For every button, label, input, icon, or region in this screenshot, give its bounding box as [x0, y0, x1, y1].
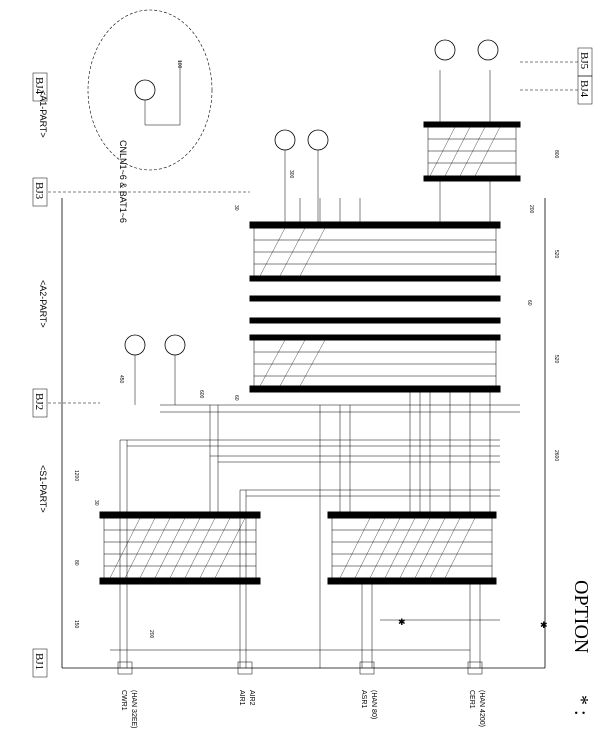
component-model: (HAN 4200): [478, 690, 485, 727]
s1-part-panel: [99, 511, 261, 585]
bottom-components: CWR1 (HAN 32EE) AIR1 AIR2 ASR1 (HAN 80) …: [117, 661, 485, 729]
motor-icon: [307, 129, 329, 151]
dim-label: 60: [526, 300, 532, 306]
dim-label: 520: [553, 355, 559, 364]
dim-label: 30: [233, 205, 239, 211]
bj4-tag: BJ4: [33, 77, 45, 95]
bj1-tag: BJ1: [33, 653, 45, 670]
a2-part-label: <A2-PART>: [38, 280, 48, 328]
bj-leaders: [48, 61, 578, 404]
dimension-labels: 80 150 1200 30 60 520 520 2600 800 200 2…: [73, 60, 559, 639]
bj3-tag: BJ3: [33, 182, 45, 200]
horizontal-routes: [110, 404, 520, 651]
dim-label: 80: [73, 560, 79, 566]
motor-leads: [134, 60, 319, 405]
s1-part-label: <S1-PART>: [38, 465, 48, 513]
option-asterisk-icon: ✱: [540, 620, 548, 630]
component-model: (HAN 80): [370, 690, 377, 719]
bj2-tag: BJ2: [33, 393, 45, 410]
bj-tags: BJ4 BJ3 BJ2 BJ1 BJ4 BJ5: [32, 47, 593, 678]
dim-label: 60: [233, 395, 239, 401]
dim-label: 2600: [553, 450, 559, 461]
dim-label: 200: [148, 630, 154, 639]
inset-label: CNLN1~6 & BAT1~6: [118, 140, 128, 223]
dim-label: 200: [528, 205, 534, 214]
s1-right-panel: [327, 511, 497, 585]
component-model: AIR2: [248, 690, 255, 706]
component-name: CER1: [468, 690, 475, 709]
option-asterisk-icon: ✱: [398, 617, 406, 627]
dim-label: 30: [93, 500, 99, 506]
dim-label: 450: [118, 375, 124, 384]
dim-label: 520: [553, 250, 559, 259]
dim-label: 150: [73, 620, 79, 629]
a2-part-panel: [249, 221, 501, 393]
bj4-right-tag: BJ4: [578, 80, 590, 98]
option-legend: OPTION: [570, 580, 592, 653]
bj5-tag: BJ5: [578, 52, 590, 70]
dim-label: 1200: [73, 470, 79, 481]
motor-icon: [134, 79, 156, 101]
a1-part-panel: [423, 121, 521, 182]
component-name: ASR1: [360, 690, 367, 708]
component-name: CWR1: [120, 690, 127, 711]
dim-label: 800: [553, 150, 559, 159]
motor-icon: [434, 39, 456, 61]
dim-label: 600: [198, 390, 204, 399]
motor-symbols: [124, 39, 499, 356]
inset-ellipse: [87, 9, 213, 171]
component-model: (HAN 32EE): [130, 690, 137, 729]
dim-label: 100: [176, 60, 182, 69]
motor-icon: [124, 334, 146, 356]
option-marker: * :: [570, 695, 592, 716]
a1-part-label: <A1-PART>: [38, 90, 48, 138]
dim-label: 300: [288, 170, 294, 179]
motor-icon: [477, 39, 499, 61]
motor-icon: [274, 129, 296, 151]
component-name: AIR1: [238, 690, 245, 706]
motor-icon: [164, 334, 186, 356]
